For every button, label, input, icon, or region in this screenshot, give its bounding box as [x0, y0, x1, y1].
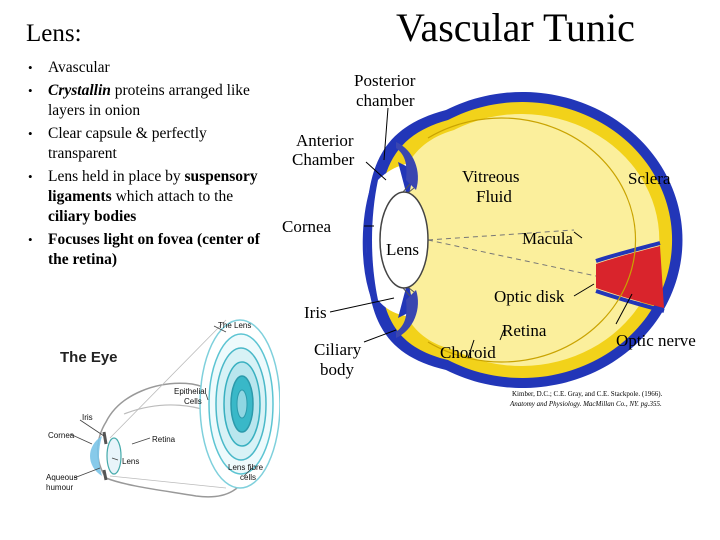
citation-line-2: Anatomy and Physiology. MacMillan Co., N…	[509, 400, 662, 408]
leader-macula	[573, 231, 583, 239]
bullet-item: Avascular	[26, 58, 272, 78]
label-retina: Retina	[502, 321, 547, 340]
bullet-item: Clear capsule & perfectly transparent	[26, 124, 272, 164]
inset-iris	[102, 431, 108, 481]
visual-axis-lines	[427, 229, 597, 277]
label-anterior-chamber-1: Anterior	[296, 131, 354, 150]
inset-label-aqueous-1: Aqueous	[46, 473, 78, 482]
bullet-text: suspensory ligaments	[48, 168, 258, 205]
label-ciliary-body-1: Ciliary	[314, 340, 362, 359]
inset-zoom-lines	[109, 319, 227, 489]
bullet-text: ciliary bodies	[48, 208, 137, 225]
ciliary-body-upper	[396, 142, 418, 190]
inset-label-cornea: Cornea	[48, 431, 75, 440]
label-choroid: Choroid	[440, 343, 496, 362]
eye-lens-inset-diagram: The Eye The Lens Epithelial Cells Iris C…	[40, 310, 280, 524]
inset-label-epithelial-2: Cells	[184, 397, 202, 406]
optic-nerve-shape	[596, 246, 664, 308]
slide-title: Vascular Tunic	[396, 5, 635, 50]
bullet-text: Focuses light on fovea (center of the re…	[48, 231, 260, 268]
bullet-text: Lens held in place by	[48, 168, 185, 185]
bullet-item: Lens held in place by suspensory ligamen…	[26, 167, 272, 227]
inset-cornea	[90, 436, 102, 476]
label-anterior-chamber-2: Chamber	[292, 150, 355, 169]
bullet-text: Clear capsule & perfectly transparent	[48, 125, 207, 162]
label-posterior-chamber-2: chamber	[356, 91, 415, 110]
bullet-item: Crystallin proteins arranged like layers…	[26, 81, 272, 121]
leader-optic-disk	[573, 283, 595, 297]
leader-iris	[329, 297, 395, 313]
label-posterior-chamber-1: Posterior	[354, 71, 416, 90]
section-heading: Lens:	[26, 20, 82, 47]
leader-choroid	[467, 339, 475, 359]
inset-label-epithelial-1: Epithelial	[174, 387, 207, 396]
leader-retina	[499, 329, 505, 341]
inset-label-fibre-2: cells	[240, 473, 256, 482]
inset-label-aqueous-2: humour	[46, 483, 73, 492]
label-iris: Iris	[304, 303, 327, 322]
label-ciliary-body-2: body	[320, 360, 355, 379]
inset-title: The Eye	[60, 349, 118, 366]
vitreous-body	[394, 114, 660, 367]
label-macula: Macula	[522, 229, 573, 248]
label-optic-nerve: Optic nerve	[616, 331, 696, 350]
leader-posterior-chamber	[383, 107, 389, 161]
citation-line-1: Kimber, D.C.; C.E. Gray, and C.E. Stackp…	[512, 390, 663, 398]
bullet-text: Avascular	[48, 59, 110, 76]
inset-small-lens	[106, 437, 122, 475]
leader-anterior-chamber	[365, 161, 387, 181]
inset-label-the-lens: The Lens	[218, 321, 251, 330]
label-sclera: Sclera	[628, 169, 671, 188]
eye-cross-section-diagram: Posterior chamber Anterior Chamber Vitre…	[282, 71, 696, 408]
bullet-text: proteins arranged like layers in onion	[48, 82, 250, 119]
label-lens: Lens	[386, 240, 419, 259]
cornea-shape	[362, 154, 392, 326]
inset-label-retina: Retina	[152, 435, 176, 444]
inset-label-iris: Iris	[82, 413, 93, 422]
bullet-text: which attach to the	[111, 188, 234, 205]
leader-optic-nerve	[615, 293, 633, 325]
leader-ciliary-body	[363, 329, 397, 343]
inset-label-fibre-1: Lens fibre	[228, 463, 264, 472]
label-vitreous-fluid-1: Vitreous	[462, 167, 520, 186]
label-optic-disk: Optic disk	[494, 287, 565, 306]
label-cornea: Cornea	[282, 217, 332, 236]
retina-line	[427, 117, 637, 363]
lens-shape	[379, 191, 429, 289]
label-vitreous-fluid-2: Fluid	[476, 187, 512, 206]
bullet-item: Focuses light on fovea (center of the re…	[26, 230, 272, 270]
ciliary-body-lower	[396, 290, 418, 338]
inset-leader-lines	[69, 325, 253, 479]
inset-label-lens: Lens	[122, 457, 139, 466]
inset-lens-layers	[199, 319, 280, 489]
bullet-text: Crystallin	[48, 82, 111, 99]
bullet-list: AvascularCrystallin proteins arranged li…	[26, 58, 272, 273]
optic-nerve-sheath	[595, 241, 665, 313]
